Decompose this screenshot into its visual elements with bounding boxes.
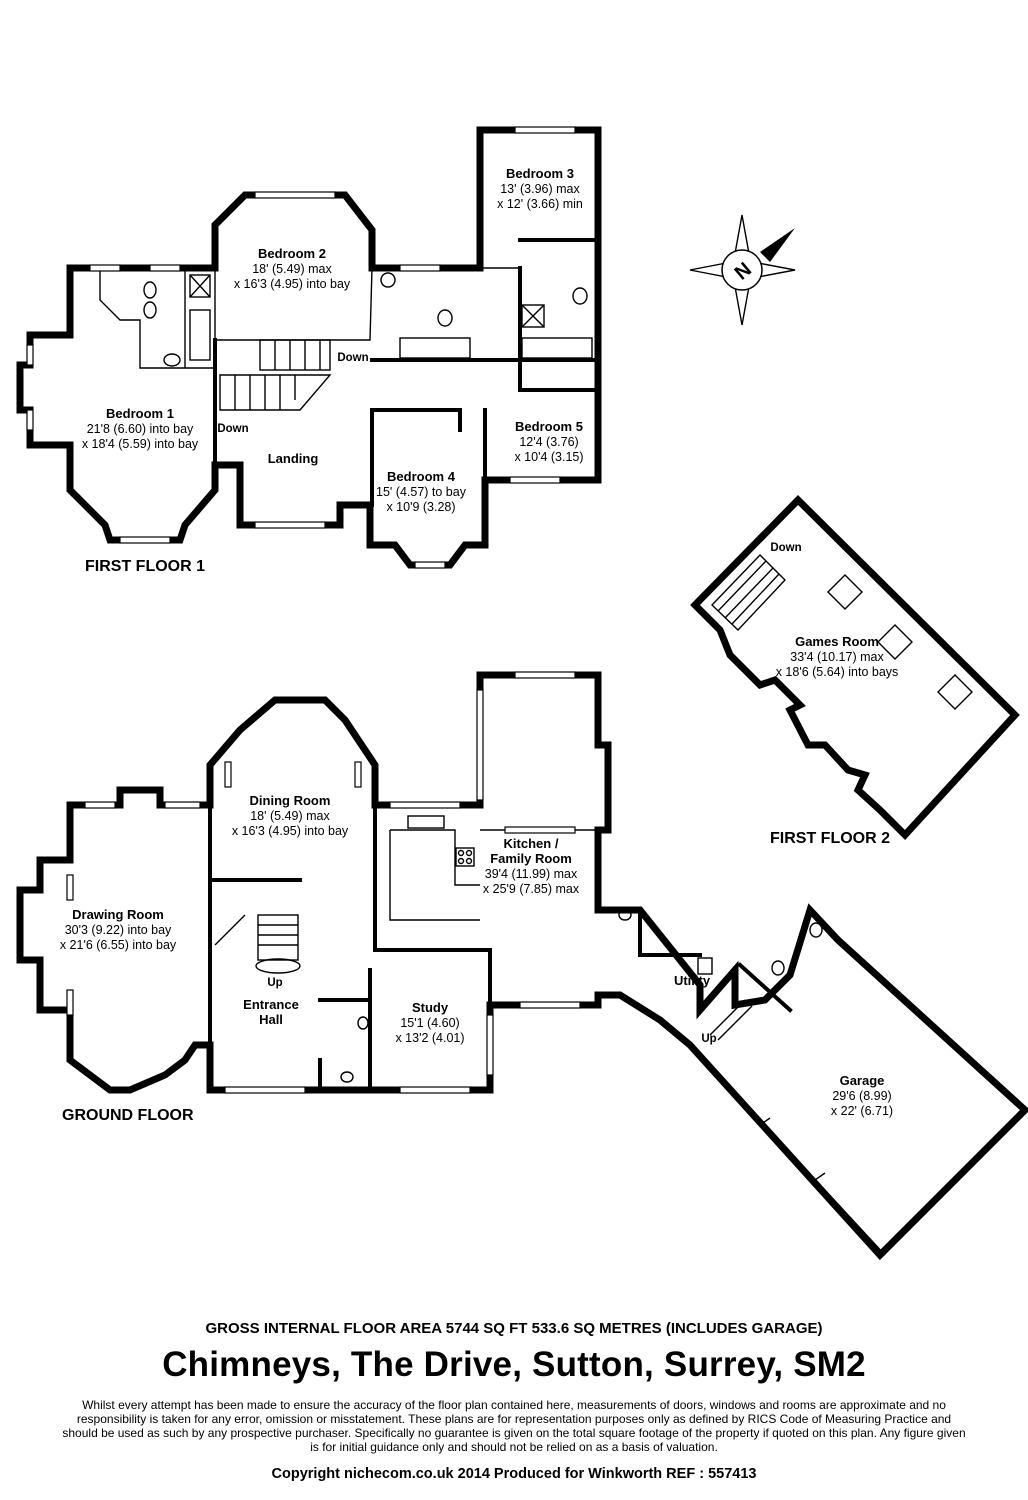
- bedroom-4-label: Bedroom 4 15' (4.57) to bay x 10'9 (3.28…: [376, 469, 467, 514]
- ground-floor-title: GROUND FLOOR: [62, 1107, 194, 1124]
- games-room-staircase: [711, 553, 786, 631]
- svg-text:18' (5.49) max: 18' (5.49) max: [250, 809, 330, 823]
- garage-label: Garage 29'6 (8.99) x 22' (6.71): [831, 1073, 893, 1118]
- svg-text:39'4 (11.99) max: 39'4 (11.99) max: [485, 867, 578, 881]
- svg-text:x 10'4 (3.15): x 10'4 (3.15): [514, 450, 583, 464]
- svg-text:Bedroom 4: Bedroom 4: [387, 469, 456, 484]
- stairs-down-label: Down: [337, 352, 368, 364]
- svg-text:x 18'4 (5.59) into bay: x 18'4 (5.59) into bay: [82, 437, 199, 451]
- stairs-up-label: Up: [267, 977, 282, 989]
- first-floor-staircase: [219, 339, 332, 411]
- ground-floor-staircase: [214, 914, 753, 1041]
- svg-text:Kitchen /: Kitchen /: [504, 836, 559, 851]
- dining-room-label: Dining Room 18' (5.49) max x 16'3 (4.95)…: [232, 793, 349, 838]
- bedroom-5-label: Bedroom 5 12'4 (3.76) x 10'4 (3.15): [514, 419, 583, 464]
- drawing-room-label: Drawing Room 30'3 (9.22) into bay x 21'6…: [60, 907, 177, 952]
- first-floor-2-plan: [690, 495, 1020, 841]
- svg-text:12'4 (3.76): 12'4 (3.76): [519, 435, 578, 449]
- svg-text:x 16'3 (4.95) into bay: x 16'3 (4.95) into bay: [232, 824, 349, 838]
- svg-text:x 10'9 (3.28): x 10'9 (3.28): [386, 500, 455, 514]
- property-address: Chimneys, The Drive, Sutton, Surrey, SM2: [162, 1345, 866, 1384]
- svg-text:Bedroom 1: Bedroom 1: [106, 406, 174, 421]
- stairs-down-label: Down: [217, 423, 248, 435]
- floor-area-summary: GROSS INTERNAL FLOOR AREA 5744 SQ FT 533…: [205, 1320, 823, 1337]
- landing-label: Landing: [268, 451, 319, 466]
- skylight-icon: [827, 574, 973, 710]
- bedroom-1-label: Bedroom 1 21'8 (6.60) into bay x 18'4 (5…: [82, 406, 199, 451]
- stairs-down-label: Down: [770, 542, 801, 554]
- svg-text:x 25'9 (7.85) max: x 25'9 (7.85) max: [483, 882, 580, 896]
- games-room-label: Games Room 33'4 (10.17) max x 18'6 (5.64…: [776, 634, 899, 679]
- ground-floor-plan: [16, 671, 1028, 1261]
- svg-text:33'4 (10.17) max: 33'4 (10.17) max: [790, 650, 884, 664]
- svg-text:Bedroom 3: Bedroom 3: [506, 166, 574, 181]
- svg-text:Garage: Garage: [840, 1073, 885, 1088]
- kitchen-family-room-label: Kitchen / Family Room 39'4 (11.99) max x…: [483, 836, 580, 896]
- svg-text:x 16'3 (4.95) into bay: x 16'3 (4.95) into bay: [234, 277, 351, 291]
- svg-text:30'3 (9.22) into bay: 30'3 (9.22) into bay: [65, 923, 172, 937]
- svg-text:x 12' (3.66) min: x 12' (3.66) min: [497, 197, 583, 211]
- room-labels: Bedroom 1 21'8 (6.60) into bay x 18'4 (5…: [60, 166, 899, 1118]
- svg-text:Games Room: Games Room: [795, 634, 879, 649]
- svg-text:Dining Room: Dining Room: [250, 793, 331, 808]
- bedroom-3-label: Bedroom 3 13' (3.96) max x 12' (3.66) mi…: [497, 166, 583, 211]
- svg-text:Bedroom 5: Bedroom 5: [515, 419, 583, 434]
- svg-text:13' (3.96) max: 13' (3.96) max: [500, 182, 580, 196]
- svg-text:Study: Study: [412, 1000, 449, 1015]
- entrance-hall-label: Entrance Hall: [243, 997, 299, 1027]
- study-label: Study 15'1 (4.60) x 13'2 (4.01): [395, 1000, 464, 1045]
- svg-text:21'8 (6.60) into bay: 21'8 (6.60) into bay: [87, 422, 194, 436]
- first-floor-1-plan: N: [16, 126, 796, 569]
- svg-text:Entrance: Entrance: [243, 997, 299, 1012]
- svg-text:29'6 (8.99): 29'6 (8.99): [832, 1089, 891, 1103]
- first-floor-2-title: FIRST FLOOR 2: [770, 830, 890, 847]
- svg-text:x 21'6 (6.55) into bay: x 21'6 (6.55) into bay: [60, 938, 177, 952]
- svg-text:Bedroom 2: Bedroom 2: [258, 246, 326, 261]
- svg-text:Family Room: Family Room: [490, 851, 572, 866]
- stairs-up-label: Up: [701, 1033, 716, 1045]
- svg-text:Drawing Room: Drawing Room: [72, 907, 164, 922]
- disclaimer-text: Whilst every attempt has been made to en…: [62, 1398, 966, 1454]
- svg-text:x 18'6 (5.64) into bays: x 18'6 (5.64) into bays: [776, 665, 899, 679]
- utility-label: Utility: [674, 973, 711, 988]
- bedroom-2-label: Bedroom 2 18' (5.49) max x 16'3 (4.95) i…: [234, 246, 351, 291]
- floor-plan-drawing: N: [16, 126, 1028, 1261]
- first-floor-1-title: FIRST FLOOR 1: [85, 558, 205, 575]
- svg-text:x 13'2 (4.01): x 13'2 (4.01): [395, 1031, 464, 1045]
- svg-text:15'1 (4.60): 15'1 (4.60): [400, 1016, 459, 1030]
- svg-text:15' (4.57) to bay: 15' (4.57) to bay: [376, 485, 467, 499]
- svg-text:18' (5.49) max: 18' (5.49) max: [252, 262, 332, 276]
- compass-rose: N: [689, 214, 796, 326]
- svg-text:Hall: Hall: [259, 1012, 283, 1027]
- svg-text:x 22' (6.71): x 22' (6.71): [831, 1104, 893, 1118]
- copyright-line: Copyright nichecom.co.uk 2014 Produced f…: [271, 1466, 757, 1482]
